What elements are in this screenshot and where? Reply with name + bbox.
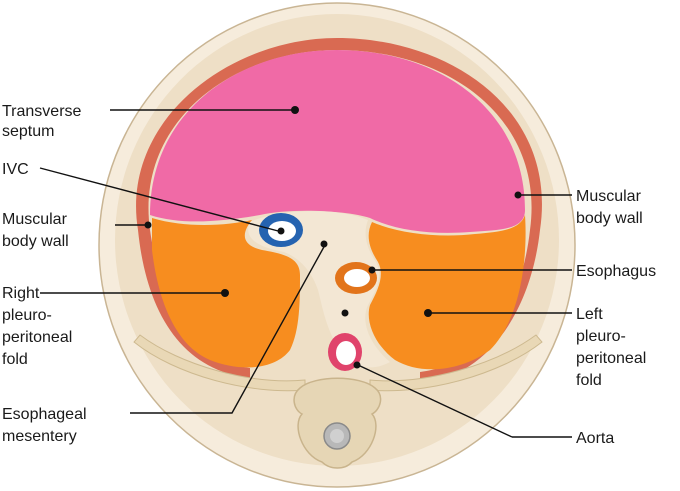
leader-esophageal-mesentery	[130, 244, 326, 414]
dot-right-pleuroperitoneal-fold	[221, 289, 229, 297]
dot-esophagus	[368, 266, 376, 274]
esophageal-mesentery	[248, 211, 390, 368]
esophagus-lumen	[344, 269, 370, 287]
label-aorta: Aorta	[576, 430, 614, 447]
aorta-lumen	[336, 341, 356, 365]
label-ivc: IVC	[2, 161, 29, 178]
label-left-pleuroperitoneal-fold: Left pleuro- peritoneal fold	[576, 306, 651, 389]
dot-transverse-septum	[291, 106, 299, 114]
dot-esophageal-mesentery-a	[320, 240, 328, 248]
dot-muscular-body-wall-right	[514, 191, 522, 199]
label-right-pleuroperitoneal-fold: Right pleuro- peritoneal fold	[2, 285, 77, 368]
label-muscular-body-wall-right: Muscular body wall	[576, 188, 645, 227]
dot-aorta	[353, 361, 361, 369]
transverse-septum	[150, 50, 525, 233]
label-muscular-body-wall-left: Muscular body wall	[2, 211, 71, 250]
leader-ivc	[39, 167, 283, 233]
leader-aorta	[357, 364, 513, 438]
spinal-cord-inner	[330, 429, 344, 443]
label-esophagus: Esophagus	[576, 263, 656, 280]
label-transverse-septum: Transverse septum	[2, 103, 86, 140]
dot-esophageal-mesentery-b	[341, 309, 349, 317]
dot-ivc	[277, 227, 285, 235]
left-pleuroperitoneal-fold	[368, 215, 526, 370]
label-esophageal-mesentery: Esophageal mesentery	[2, 406, 91, 445]
dot-left-pleuroperitoneal-fold	[424, 309, 432, 317]
dot-muscular-body-wall-left	[144, 221, 152, 229]
